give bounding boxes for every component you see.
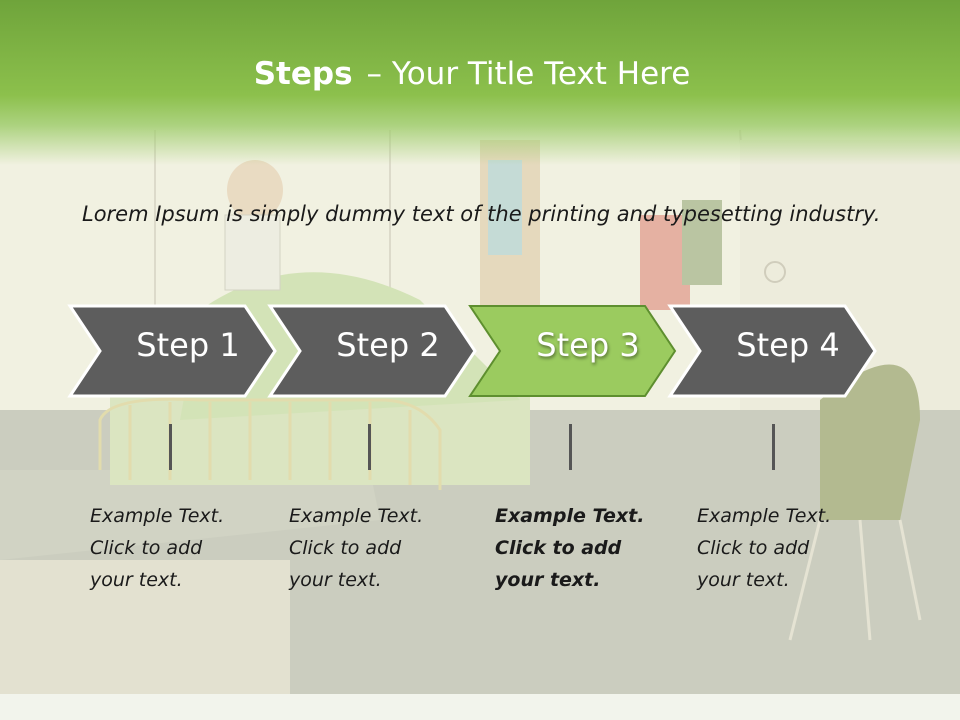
title-bold: Steps bbox=[253, 56, 353, 92]
step-text-line: your text. bbox=[495, 569, 601, 591]
footer-strip bbox=[0, 694, 960, 720]
step-text-line: Click to add bbox=[289, 537, 402, 559]
step-1-label[interactable]: Step 1 bbox=[136, 326, 240, 364]
step-4-label[interactable]: Step 4 bbox=[736, 326, 840, 364]
step-text-line: Example Text. bbox=[697, 505, 832, 527]
title-rest: – Your Title Text Here bbox=[366, 56, 691, 92]
step-text-line: your text. bbox=[90, 569, 183, 591]
step-2-label[interactable]: Step 2 bbox=[336, 326, 440, 364]
step-text-line: Click to add bbox=[90, 537, 203, 559]
step-text-line: Example Text. bbox=[289, 505, 424, 527]
step-2-text[interactable]: Example Text. Click to add your text. bbox=[289, 500, 459, 596]
step-3-text[interactable]: Example Text. Click to add your text. bbox=[495, 500, 665, 596]
step-text-line: Click to add bbox=[697, 537, 810, 559]
step-3-connector bbox=[569, 424, 572, 470]
step-4-connector bbox=[772, 424, 775, 470]
step-text-line: Click to add bbox=[495, 537, 622, 559]
step-text-line: Example Text. bbox=[495, 505, 645, 527]
title-banner bbox=[0, 0, 960, 165]
step-4-text[interactable]: Example Text. Click to add your text. bbox=[697, 500, 867, 596]
intro-text[interactable]: Lorem Ipsum is simply dummy text of the … bbox=[82, 202, 881, 226]
step-text-line: your text. bbox=[289, 569, 382, 591]
step-1-text[interactable]: Example Text. Click to add your text. bbox=[90, 500, 260, 596]
step-3-label[interactable]: Step 3 bbox=[536, 326, 640, 364]
step-1-connector bbox=[169, 424, 172, 470]
step-text-line: your text. bbox=[697, 569, 790, 591]
step-text-line: Example Text. bbox=[90, 505, 225, 527]
step-2-connector bbox=[368, 424, 371, 470]
slide-title[interactable]: Steps – Your Title Text Here bbox=[0, 56, 944, 92]
